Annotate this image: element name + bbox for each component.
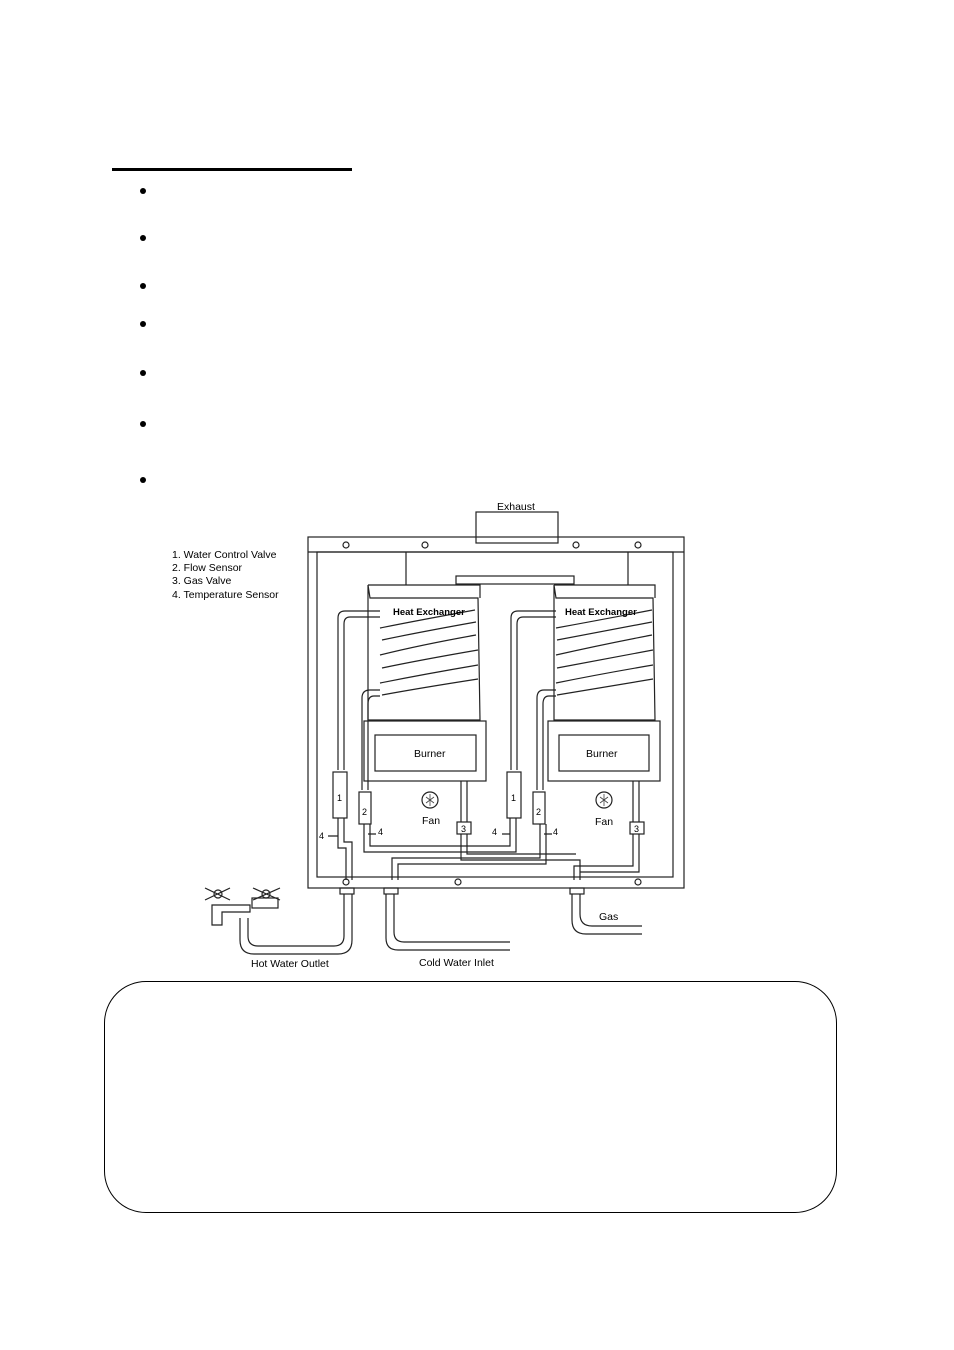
bullet-point xyxy=(140,477,148,485)
legend-item: 1. Water Control Valve xyxy=(172,549,277,561)
right-burner xyxy=(558,734,650,772)
left-heat-exchanger xyxy=(367,584,481,721)
right-fan-label: Fan xyxy=(595,816,613,828)
cold-water-inlet-label: Cold Water Inlet xyxy=(419,957,494,969)
left-water-control-valve xyxy=(332,771,348,819)
water-heater-diagram: 1. Water Control Valve 2. Flow Sensor 3.… xyxy=(172,501,685,970)
bullet-point xyxy=(140,321,148,329)
note-box xyxy=(104,981,837,1213)
left-fan xyxy=(421,791,439,809)
bullet-point xyxy=(140,188,148,196)
right-heat-exchanger xyxy=(553,584,656,721)
bullet-point xyxy=(140,370,148,378)
right-gas-number: 3 xyxy=(634,824,639,834)
legend-item: 4. Temperature Sensor xyxy=(172,589,279,601)
right-water-control-valve xyxy=(506,771,522,819)
right-valve-number: 1 xyxy=(511,793,516,803)
right-fan xyxy=(595,791,613,809)
left-burner-label: Burner xyxy=(414,748,446,760)
legend-item: 2. Flow Sensor xyxy=(172,562,243,574)
bullet-point xyxy=(140,283,148,291)
left-temp-number: 4 xyxy=(319,831,324,841)
left-valve-number: 1 xyxy=(337,793,342,803)
left-flow-number: 2 xyxy=(362,807,367,817)
bullet-point xyxy=(140,421,148,429)
left-heat-exchanger-label: Heat Exchanger xyxy=(393,607,465,618)
cabinet-outer xyxy=(307,536,685,889)
bullet-point xyxy=(140,235,148,243)
right-flow-sensor xyxy=(532,791,546,825)
right-gas-valve xyxy=(629,821,645,835)
right-flow-number: 2 xyxy=(536,807,541,817)
left-fan-label: Fan xyxy=(422,815,440,827)
legend-item: 3. Gas Valve xyxy=(172,575,231,587)
section-heading-underline xyxy=(112,168,352,171)
left-temp-number-2: 4 xyxy=(378,827,383,837)
right-burner-label: Burner xyxy=(586,748,618,760)
right-temp-number: 4 xyxy=(492,827,497,837)
left-burner xyxy=(374,734,477,772)
left-burner-housing xyxy=(363,720,487,782)
left-gas-valve xyxy=(456,821,472,835)
hot-water-outlet-label: Hot Water Outlet xyxy=(251,958,329,970)
right-burner-housing xyxy=(547,720,661,782)
faucet xyxy=(211,904,251,926)
gas-label: Gas xyxy=(599,911,618,923)
exhaust-label: Exhaust xyxy=(497,501,535,513)
left-flow-sensor xyxy=(358,791,372,825)
exhaust-box xyxy=(475,511,559,544)
right-temp-number-2: 4 xyxy=(553,827,558,837)
right-heat-exchanger-label: Heat Exchanger xyxy=(565,607,637,618)
left-gas-number: 3 xyxy=(461,824,466,834)
